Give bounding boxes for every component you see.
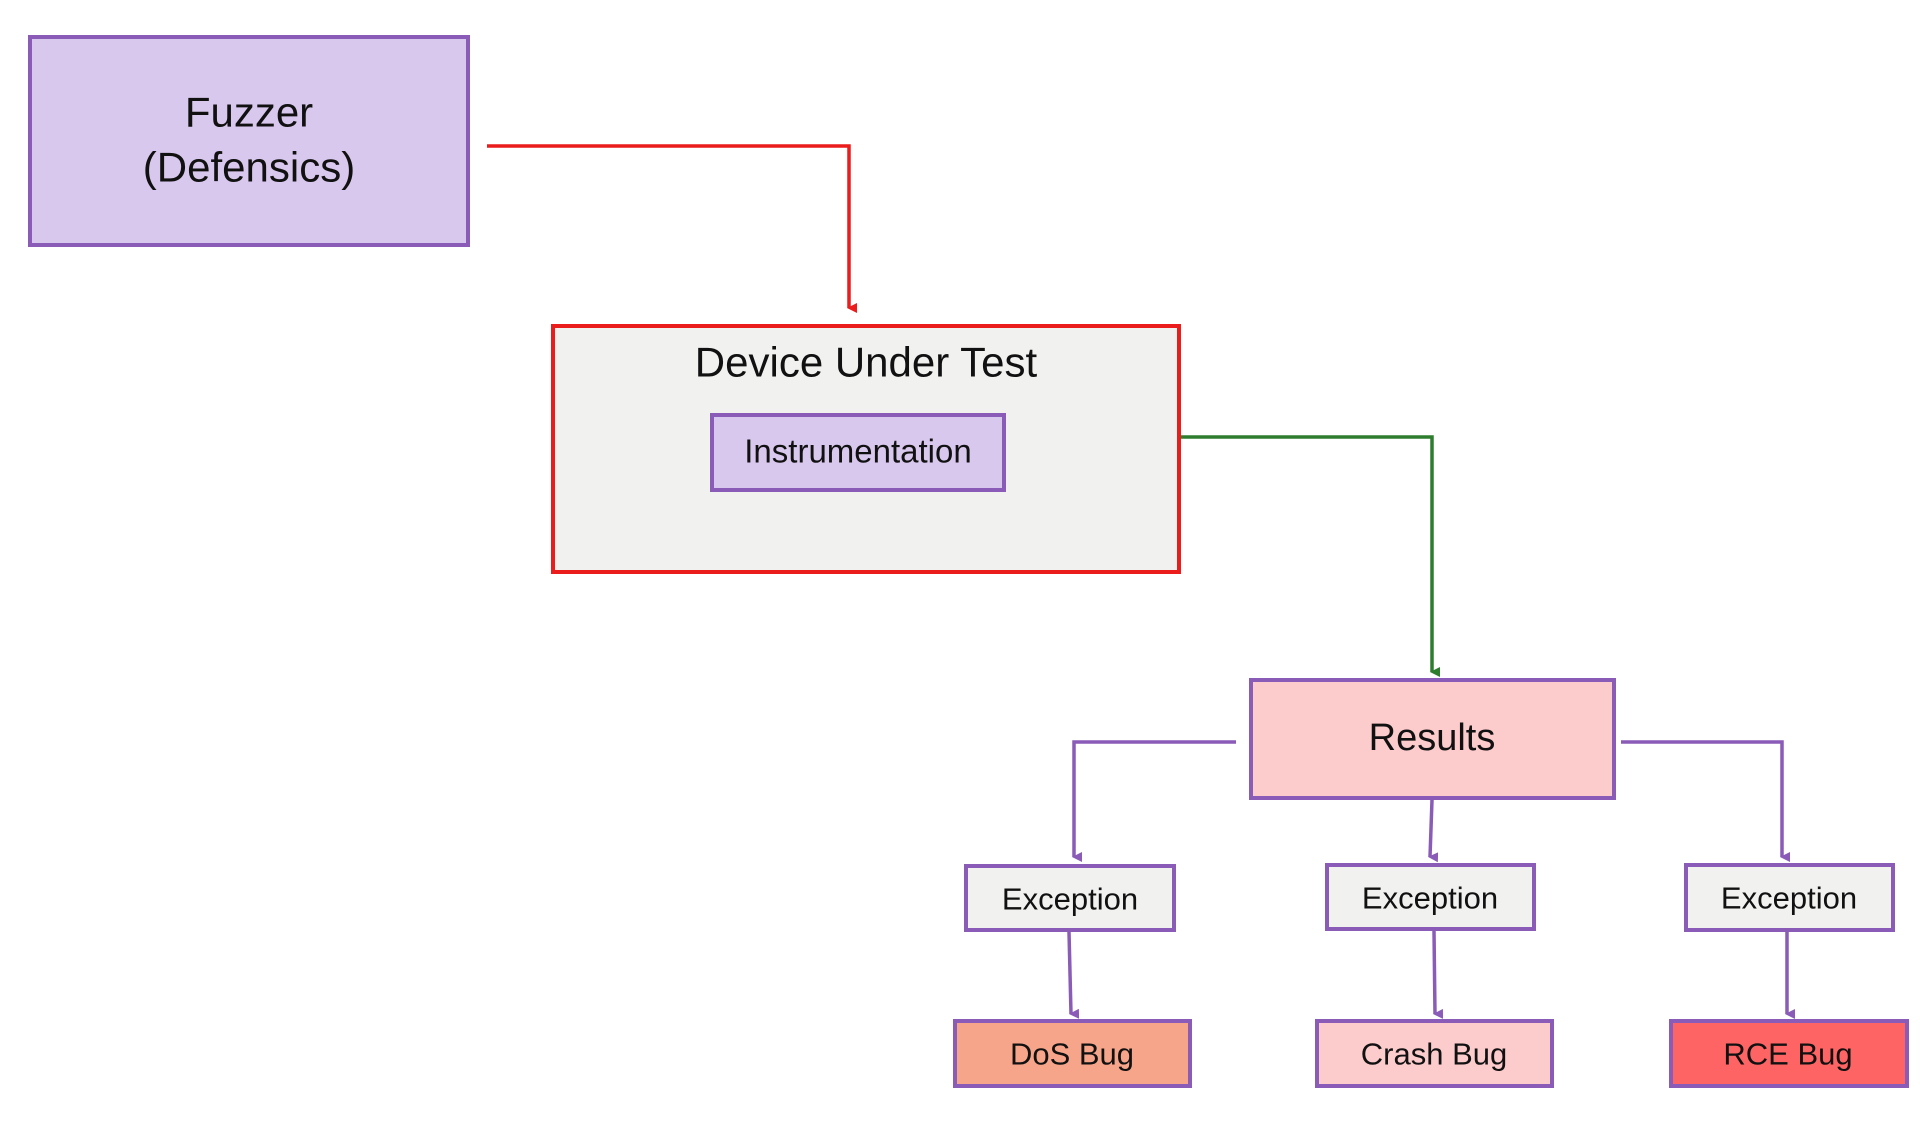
rce-bug-label: RCE Bug [1723,1037,1852,1072]
device-under-test-label: Device Under Test [695,339,1038,386]
crash-bug-label: Crash Bug [1361,1037,1507,1072]
arrow-results-to-exception-1 [1072,740,1236,862]
exception-box-1: Exception [964,864,1176,932]
arrow-fuzzer-to-dut [487,144,857,313]
arrow-exception-2-to-crash-bug [1432,930,1444,1019]
exception-box-2: Exception [1325,863,1536,931]
fuzzer-box: Fuzzer (Defensics) [28,35,470,247]
results-box: Results [1249,678,1616,800]
exception-label-3: Exception [1721,881,1857,916]
instrumentation-label: Instrumentation [744,433,971,470]
rce-bug-box: RCE Bug [1669,1019,1909,1088]
exception-label-1: Exception [1002,882,1138,917]
arrow-results-to-exception-2 [1428,799,1439,863]
instrumentation-box: Instrumentation [710,413,1006,492]
exception-label-2: Exception [1362,881,1498,916]
results-label: Results [1369,717,1496,759]
fuzzer-label: Fuzzer [185,89,313,136]
fuzzer-sublabel: (Defensics) [143,144,355,191]
arrow-exception-1-to-dos-bug [1067,931,1080,1019]
arrow-results-to-exception-3 [1621,740,1790,862]
exception-box-3: Exception [1684,863,1895,932]
dos-bug-box: DoS Bug [953,1019,1192,1088]
dos-bug-label: DoS Bug [1010,1037,1134,1072]
crash-bug-box: Crash Bug [1315,1019,1554,1088]
